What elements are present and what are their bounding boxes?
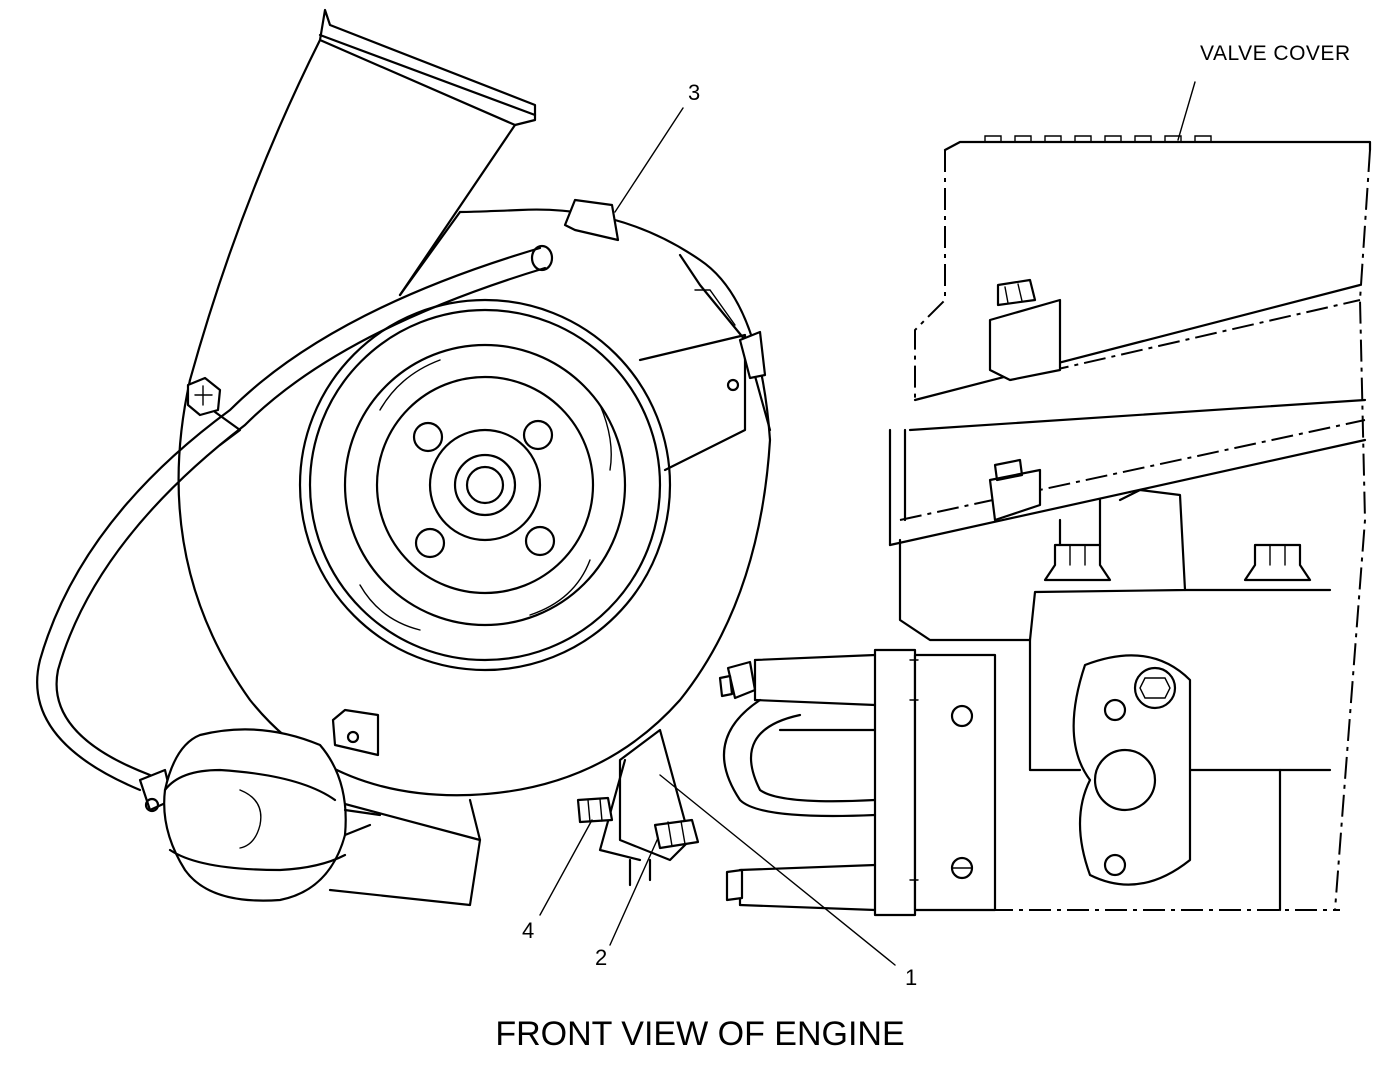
leader-1	[659, 774, 896, 966]
figure-title: FRONT VIEW OF ENGINE	[495, 1015, 904, 1053]
exhaust-elbow	[718, 653, 877, 912]
callout-2: 2	[595, 945, 607, 970]
engine-block	[873, 135, 1372, 917]
leader-3	[614, 107, 684, 213]
callout-3: 3	[688, 80, 700, 105]
leader-4	[539, 819, 593, 916]
callout-1: 1	[905, 965, 917, 990]
leader-valve-cover	[1177, 81, 1196, 141]
leader-2	[609, 837, 659, 946]
callout-4: 4	[522, 918, 534, 943]
leader-lines	[539, 81, 1196, 966]
support-bracket	[576, 728, 700, 887]
actuator-hose	[36, 244, 554, 902]
label-valve-cover: VALVE COVER	[1200, 42, 1351, 65]
turbocharger	[177, 8, 772, 907]
